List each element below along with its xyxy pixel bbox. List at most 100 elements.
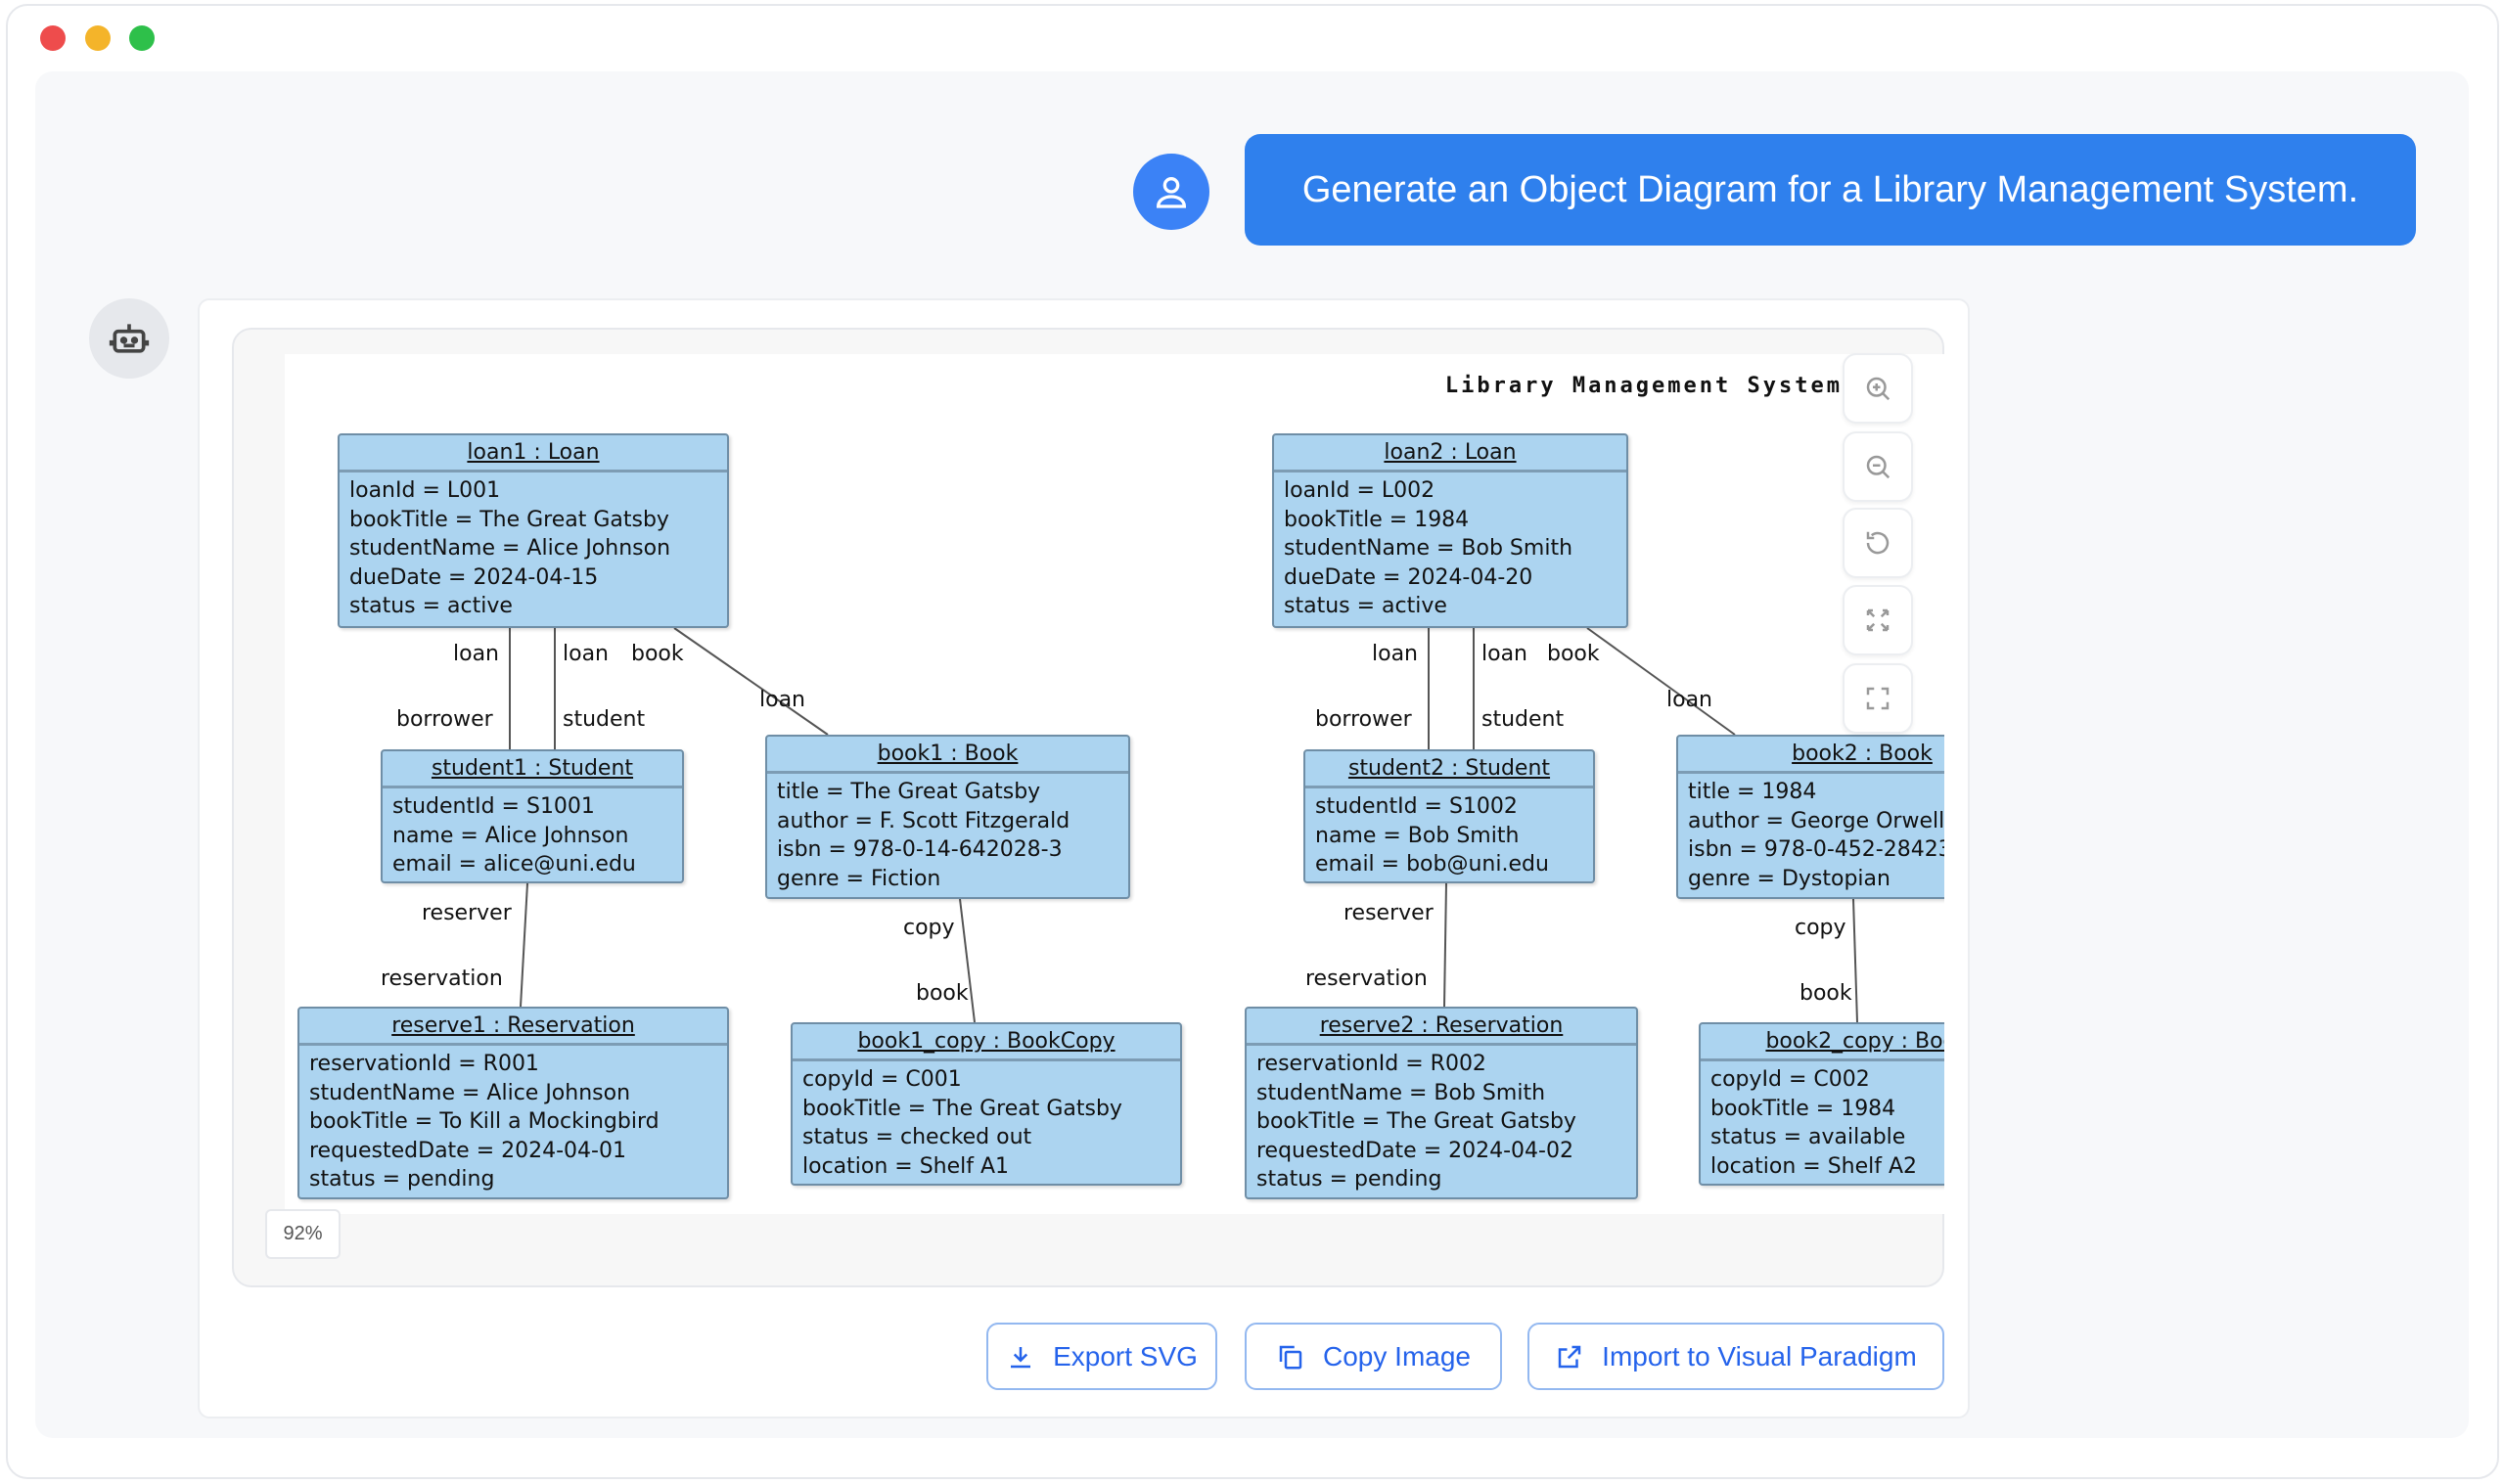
object-box[interactable]: student1 : Student studentId = S1001 name … — [381, 749, 684, 883]
object-attribute: genre = Fiction — [777, 866, 941, 891]
object-attribute: loanId = L002 — [1284, 478, 1435, 503]
object-attribute: isbn = 978-0-452-28423-4 — [1688, 837, 1944, 863]
object-box[interactable]: loan1 : Loan loanId = L001 bookTitle = The… — [338, 433, 729, 628]
user-icon — [1156, 177, 1187, 208]
link-role-label: student — [563, 707, 646, 732]
object-attribute: status = pending — [309, 1167, 495, 1192]
object-attribute: copyId = C001 — [802, 1067, 962, 1092]
object-attribute: status = available — [1710, 1125, 1906, 1150]
link-role-label: loan — [1372, 642, 1418, 666]
robot-icon — [109, 324, 150, 353]
link-role-label: loan — [453, 642, 499, 666]
link-role-label: book — [916, 981, 969, 1006]
window-close-button[interactable] — [40, 25, 66, 51]
object-attribute: location = Shelf A1 — [802, 1153, 1010, 1179]
link-role-label: loan — [1666, 688, 1712, 712]
object-name: reserve2 : Reservation — [1247, 1009, 1636, 1046]
link-role-label: book — [1799, 981, 1852, 1006]
object-attribute: name = Bob Smith — [1315, 823, 1520, 848]
object-attribute: bookTitle = The Great Gatsby — [349, 507, 669, 532]
export-svg-label: Export SVG — [1053, 1340, 1198, 1372]
object-attribute: dueDate = 2024-04-15 — [349, 564, 599, 590]
object-attribute: status = active — [349, 594, 513, 619]
reset-view-button[interactable] — [1843, 508, 1913, 578]
export-svg-button[interactable]: Export SVG — [986, 1323, 1217, 1390]
object-attribute: email = bob@uni.edu — [1315, 852, 1549, 877]
object-attributes: loanId = L001 bookTitle = The Great Gatsb… — [340, 472, 727, 625]
object-attribute: copyId = C002 — [1710, 1067, 1870, 1092]
object-box[interactable]: reserve2 : Reservation reservationId = R0… — [1245, 1007, 1638, 1199]
link-role-label: loan — [563, 642, 609, 666]
object-name: book1 : Book — [767, 737, 1128, 774]
object-attribute: studentId = S1002 — [1315, 794, 1518, 819]
object-attribute: title = 1984 — [1688, 780, 1817, 804]
link-line — [673, 627, 829, 736]
link-role-label: student — [1481, 707, 1565, 732]
link-line — [1586, 627, 1736, 736]
object-box[interactable]: loan2 : Loan loanId = L002 bookTitle = 198… — [1272, 433, 1628, 628]
window-minimize-button[interactable] — [85, 25, 111, 51]
object-attribute: studentId = S1001 — [392, 794, 595, 819]
object-attribute: bookTitle = 1984 — [1710, 1096, 1896, 1121]
copy-image-button[interactable]: Copy Image — [1245, 1323, 1502, 1390]
link-role-label: book — [631, 642, 684, 666]
object-attribute: name = Alice Johnson — [392, 823, 629, 848]
reset-icon — [1866, 531, 1890, 555]
link-role-label: borrower — [1315, 707, 1412, 732]
link-line — [520, 882, 528, 1008]
object-name: loan1 : Loan — [340, 435, 727, 472]
object-box[interactable]: student2 : Student studentId = S1002 name … — [1303, 749, 1595, 883]
object-attributes: title = 1984 author = George Orwell isbn =… — [1678, 774, 1944, 897]
zoom-out-icon — [1866, 455, 1890, 479]
object-name: loan2 : Loan — [1274, 435, 1626, 472]
download-icon — [1011, 1346, 1031, 1368]
link-role-label: borrower — [396, 707, 493, 732]
fullscreen-icon — [1866, 687, 1890, 710]
link-role-label: reservation — [381, 967, 503, 991]
diagram-links — [509, 627, 1858, 1023]
object-attribute: status = pending — [1256, 1167, 1442, 1192]
link-role-label: copy — [903, 916, 955, 940]
object-attribute: studentName = Alice Johnson — [309, 1080, 631, 1105]
object-attribute: dueDate = 2024-04-20 — [1284, 564, 1533, 590]
import-visual-paradigm-button[interactable]: Import to Visual Paradigm — [1527, 1323, 1944, 1390]
object-attribute: bookTitle = 1984 — [1284, 507, 1470, 532]
object-attribute: location = Shelf A2 — [1710, 1153, 1918, 1179]
object-name: student1 : Student — [383, 751, 682, 788]
object-attribute: author = George Orwell — [1688, 808, 1944, 833]
object-attribute: bookTitle = The Great Gatsby — [802, 1096, 1122, 1121]
zoom-level-indicator: 92% — [265, 1209, 341, 1259]
user-avatar — [1133, 154, 1209, 230]
object-attribute: status = active — [1284, 594, 1447, 619]
object-attribute: reservationId = R002 — [1256, 1052, 1486, 1076]
object-attribute: author = F. Scott Fitzgerald — [777, 808, 1070, 833]
object-attribute: studentName = Alice Johnson — [349, 536, 671, 562]
link-role-label: book — [1547, 642, 1600, 666]
link-role-label: reservation — [1305, 967, 1428, 991]
object-attributes: copyId = C002 bookTitle = 1984 status = av… — [1701, 1061, 1944, 1185]
zoom-in-icon — [1866, 377, 1890, 401]
fit-view-button[interactable] — [1843, 585, 1913, 655]
link-role-label: loan — [1481, 642, 1527, 666]
zoom-in-button[interactable] — [1843, 353, 1913, 424]
object-attribute: loanId = L001 — [349, 478, 501, 503]
window-maximize-button[interactable] — [129, 25, 155, 51]
object-attribute: bookTitle = The Great Gatsby — [1256, 1109, 1576, 1135]
object-attribute: studentName = Bob Smith — [1256, 1080, 1546, 1105]
object-attributes: copyId = C001 bookTitle = The Great Gatsb… — [793, 1061, 1180, 1185]
object-attribute: status = checked out — [802, 1125, 1032, 1150]
object-attribute: email = alice@uni.edu — [392, 852, 636, 877]
link-line — [1852, 898, 1858, 1023]
link-role-label: reserver — [1344, 901, 1434, 925]
object-name: student2 : Student — [1305, 751, 1593, 788]
fullscreen-button[interactable] — [1843, 663, 1913, 734]
zoom-out-button[interactable] — [1843, 431, 1913, 502]
